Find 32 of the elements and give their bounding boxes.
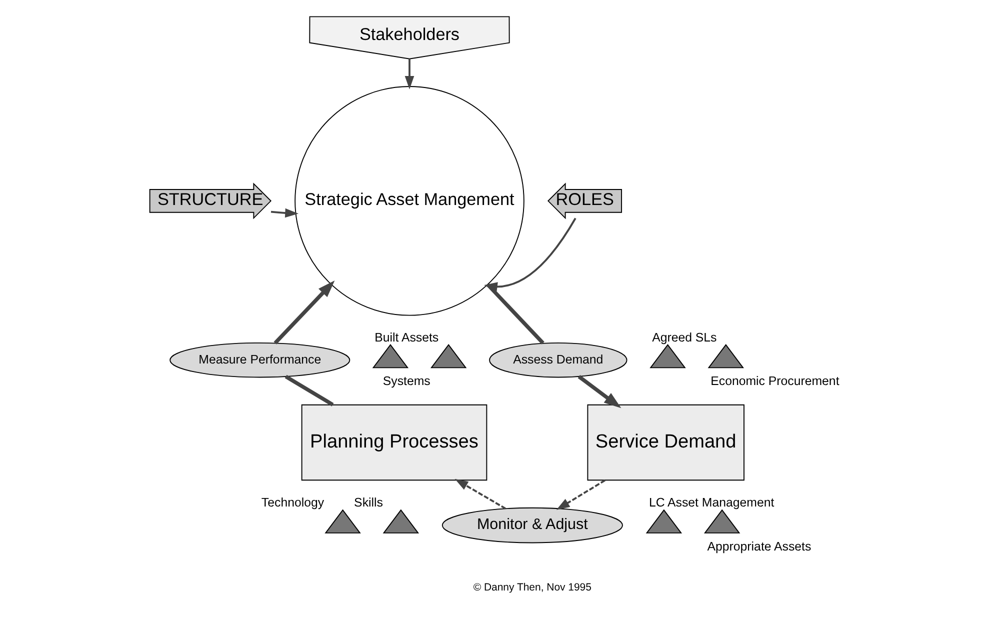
- node-box: Planning Processes: [300, 404, 487, 481]
- node-triangle: [430, 344, 466, 368]
- node-label: LC Asset Management: [648, 496, 774, 510]
- node-ellipse: Assess Demand: [488, 342, 627, 378]
- node-triangle: [645, 509, 682, 534]
- node-triangle: [649, 344, 686, 368]
- node-triangle: [382, 509, 419, 534]
- arrow: [273, 280, 334, 344]
- node-label: Built Assets: [374, 330, 438, 344]
- arrow: [454, 478, 506, 510]
- node-box: Service Demand: [586, 404, 744, 481]
- arrow: [270, 208, 298, 218]
- node-label: Technology: [260, 496, 324, 510]
- connector: [486, 283, 544, 344]
- arrow: [404, 58, 414, 90]
- connector: [284, 374, 334, 406]
- arrow: [577, 375, 621, 408]
- arrow: [556, 480, 605, 510]
- node-triangle: [703, 509, 740, 534]
- node-label: Agreed SLs: [652, 330, 716, 344]
- label: © Danny Then, Nov 1995: [472, 582, 591, 594]
- node-triangle: [324, 509, 360, 534]
- node-ellipse: Measure Performance: [169, 342, 350, 378]
- node-label: Systems: [382, 374, 430, 388]
- node-ellipse: Monitor & Adjust: [441, 507, 622, 544]
- node-label: Skills: [354, 496, 382, 510]
- node-triangle: [707, 344, 744, 368]
- node-circle: Strategic Asset Mangement: [294, 86, 524, 316]
- arrow: [484, 218, 576, 292]
- node-triangle: [372, 344, 408, 368]
- node-label: Appropriate Assets: [706, 539, 811, 554]
- node-label: Economic Procurement: [710, 374, 839, 388]
